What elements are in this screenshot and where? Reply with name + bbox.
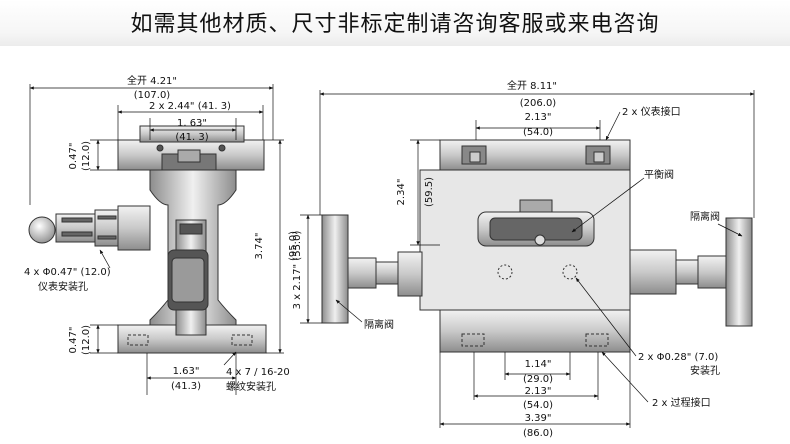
left-top-163-in: 1. 63" xyxy=(177,118,207,129)
right-bottom-213-mm: (54.0) xyxy=(523,400,553,411)
left-bottom-163-in: 1.63" xyxy=(173,366,200,377)
balance-valve-label: 平衡阀 xyxy=(644,168,674,181)
gauge-holes: 4 x Φ0.47" (12.0) xyxy=(24,267,111,278)
left-spacing-244: 2 x 2.44" (41. 3) xyxy=(149,101,231,112)
thread-label: 螺纹安装孔 xyxy=(226,380,276,393)
left-top-163-mm: (41. 3) xyxy=(175,132,208,143)
gauge-holes-label: 仪表安装孔 xyxy=(38,280,88,293)
right-overall-width-in: 全开 8.11" xyxy=(507,79,557,92)
left-height-374-mm: (95.0) xyxy=(288,231,299,261)
right-bottom-339-mm: (86.0) xyxy=(523,428,553,439)
banner: 如需其他材质、尺寸非标定制请咨询客服或来电咨询 xyxy=(0,0,790,46)
isolation-valve-right-label: 隔离阀 xyxy=(690,210,720,223)
left-overall-width-mm: (107.0) xyxy=(134,90,171,101)
banner-title: 如需其他材质、尺寸非标定制请咨询客服或来电咨询 xyxy=(130,12,660,37)
right-bottom-339-in: 3.39" xyxy=(525,413,552,424)
left-valve-body xyxy=(28,125,267,354)
right-valve-body xyxy=(321,139,753,353)
right-height-234-in: 2.34" xyxy=(396,179,407,206)
right-bottom-114-mm: (29.0) xyxy=(523,374,553,385)
right-top-213-in: 2.13" xyxy=(525,112,552,123)
right-bottom-114-in: 1.14" xyxy=(525,359,552,370)
gauge-port-label: 2 x 仪表接口 xyxy=(622,105,681,118)
left-bottom-047-in: 0.47" xyxy=(68,327,79,354)
left-bottom-047-mm: (12.0) xyxy=(81,325,92,355)
right-top-213-mm: (54.0) xyxy=(523,127,553,138)
right-bottom-213-in: 2.13" xyxy=(525,386,552,397)
left-bottom-163-mm: (41.3) xyxy=(171,381,201,392)
left-overall-width-in: 全开 4.21" xyxy=(127,74,177,87)
process-port-label: 2 x 过程接口 xyxy=(652,396,711,409)
left-top-047-in: 0.47" xyxy=(68,143,79,170)
mount-holes: 2 x Φ0.28" (7.0) xyxy=(638,352,718,363)
right-view: 全开 8.11" (206.0) 2 x 仪表接口 2.13" (54.0) 平… xyxy=(292,79,755,439)
left-height-374-in: 3.74" xyxy=(254,233,265,260)
right-height-234-mm: (59.5) xyxy=(424,177,435,207)
thread-spec: 4 x 7 / 16-20 xyxy=(226,367,290,378)
left-view: 全开 4.21" (107.0) 2 x 2.44" (41. 3) 1. 63… xyxy=(24,74,299,395)
mount-holes-label: 安装孔 xyxy=(690,364,720,377)
right-overall-width-mm: (206.0) xyxy=(520,98,557,109)
left-top-047-mm: (12.0) xyxy=(81,141,92,171)
right-height-217: 3 x 2.17" (55.0) xyxy=(292,231,303,310)
isolation-valve-left-label: 隔离阀 xyxy=(364,318,394,331)
